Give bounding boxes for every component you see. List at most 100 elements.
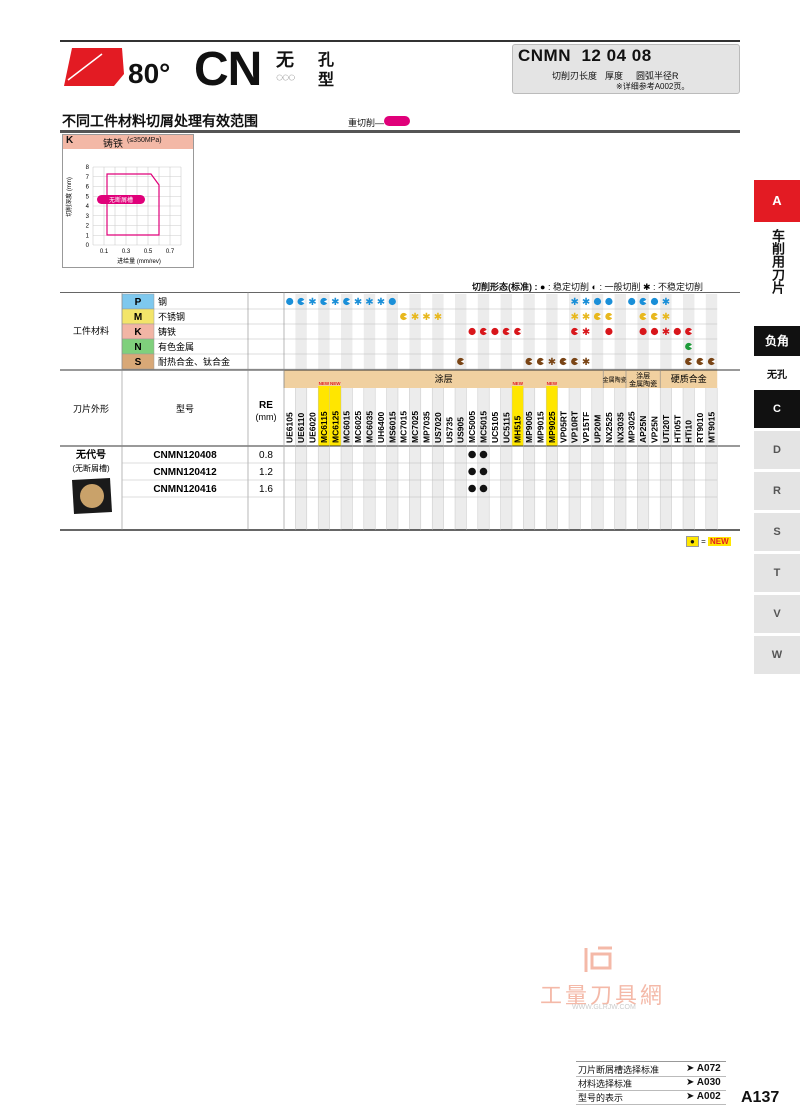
cutting-mark: ✱: [662, 327, 670, 338]
cutting-mark-notch: [654, 314, 659, 319]
tab-shape-w[interactable]: W: [754, 636, 800, 674]
grade-name: MC7015: [399, 411, 409, 443]
watermark-logo-icon: [580, 944, 620, 976]
material-code: N: [134, 342, 141, 353]
tab-shape-d[interactable]: D: [754, 431, 800, 469]
recommended-mark: [479, 450, 488, 459]
tab-shape-s[interactable]: S: [754, 513, 800, 551]
new-grade-tag: NEW: [512, 381, 523, 386]
new-legend-eq: =: [701, 537, 706, 546]
cutting-mark-notch: [688, 329, 693, 334]
cutting-mark: ✱: [422, 312, 430, 323]
cutting-mark-notch: [460, 359, 465, 364]
cutting-legend: 切削形态(标准) : ● : 稳定切削 ◐ : 一般切削 ✱ : 不稳定切削: [472, 282, 704, 292]
cutting-mark: [650, 327, 659, 336]
grade-name: UH6400: [376, 412, 386, 443]
y-tick-label: 1: [86, 233, 90, 239]
grade-column-stripe: [523, 294, 535, 530]
cutting-mark: [468, 327, 476, 336]
cutting-mark: [639, 327, 647, 336]
shape-label: 刀片外形: [73, 403, 109, 414]
group-label: 涂层: [636, 371, 650, 380]
new-grade-highlight: [329, 386, 341, 446]
y-tick-label: 4: [86, 204, 90, 210]
group-label: 金属陶瓷: [629, 379, 657, 388]
grade-name: RT9010: [695, 412, 705, 443]
tab-shape-r[interactable]: R: [754, 472, 800, 510]
cutting-mark: [525, 357, 533, 366]
effective-region: [106, 173, 160, 236]
grade-name: UC5105: [490, 412, 500, 443]
chart-xlabel: 进给量 (mm/rev): [117, 257, 161, 265]
section-rule: [60, 130, 740, 133]
model-label: 型号: [176, 404, 194, 414]
re-unit: (mm): [256, 412, 277, 422]
grade-name: UP20M: [593, 415, 603, 443]
grade-name: MP3025: [627, 411, 637, 443]
footer-ref-page[interactable]: ➤ A072: [686, 1063, 721, 1074]
y-tick-label: 5: [86, 194, 90, 200]
grade-column-stripe: [660, 294, 672, 530]
cutting-mark: ✱: [354, 297, 362, 308]
watermark-text: 工量刀具網: [540, 983, 666, 1008]
material-code: K: [134, 327, 142, 338]
tab-shape-t[interactable]: T: [754, 554, 800, 592]
tab-shape-c[interactable]: C: [754, 390, 800, 428]
cutting-mark: [571, 357, 579, 366]
grade-name: MC5015: [479, 411, 489, 443]
insert-angle: 80°: [128, 58, 171, 89]
cutting-mark-notch: [483, 329, 488, 334]
cutting-mark-notch: [711, 359, 716, 364]
new-grade-tag: NEW: [547, 381, 558, 386]
recommended-mark: [468, 450, 476, 459]
grade-name: NX3035: [615, 412, 625, 443]
new-legend-tag: NEW: [707, 537, 731, 546]
code-thickness: 04: [606, 46, 627, 65]
cutting-mark-notch: [563, 359, 567, 364]
code-size: 12: [581, 46, 602, 65]
y-tick-label: 6: [86, 185, 90, 191]
heavy-cut-swatch: [384, 116, 410, 126]
cutting-mark-notch: [643, 314, 647, 319]
group-label: 金属陶瓷: [603, 376, 627, 384]
material-name: 不锈钢: [158, 311, 185, 322]
no-hole-char: 无: [276, 50, 294, 70]
grade-name: NX2525: [604, 412, 614, 443]
grade-column-stripe: [683, 294, 695, 530]
type-char: 型: [318, 72, 335, 89]
grade-column-stripe: [432, 294, 444, 530]
cutting-mark: [605, 297, 613, 306]
grade-column-stripe: [500, 294, 512, 530]
cutting-mark: ✱: [331, 297, 339, 308]
recommended-mark: [479, 484, 488, 493]
grade-name: MC6025: [353, 411, 363, 443]
grade-column-stripe: [477, 294, 490, 530]
cutting-mark-notch: [301, 299, 305, 304]
cutting-mark-notch: [608, 314, 613, 319]
reference-note: ※详细参考A002页。: [616, 82, 690, 91]
tab-shape-v[interactable]: V: [754, 595, 800, 633]
grade-column-stripe: [341, 294, 353, 530]
legend-stable: 稳定切削: [552, 282, 589, 292]
grade-name: UE6020: [308, 412, 318, 443]
tab-a[interactable]: A: [754, 180, 800, 222]
heavy-cut-label: 重切削—: [348, 118, 385, 128]
footer-ref-page[interactable]: ➤ A002: [686, 1091, 721, 1102]
grade-name: MP9025: [547, 411, 557, 443]
cutting-mark-notch: [643, 299, 647, 304]
material-code: M: [134, 312, 142, 323]
cutting-mark: ✱: [548, 357, 556, 368]
tab-negative[interactable]: 负角: [754, 326, 800, 356]
footer-rule: [576, 1061, 726, 1062]
cutting-mark-notch: [517, 329, 522, 334]
code-radius: 08: [631, 46, 652, 65]
cutting-mark-notch: [688, 344, 693, 349]
group-header-band: [284, 370, 718, 388]
legend-general: 一般切削: [604, 282, 641, 292]
grade-column-stripe: [569, 294, 581, 530]
chart-grid: [92, 166, 182, 246]
cutting-mark: [388, 297, 396, 306]
grade-name: MS6015: [387, 411, 397, 443]
footer-ref-page[interactable]: ➤ A030: [686, 1077, 721, 1088]
designation-code: CNMN 12 04 08: [518, 46, 652, 66]
